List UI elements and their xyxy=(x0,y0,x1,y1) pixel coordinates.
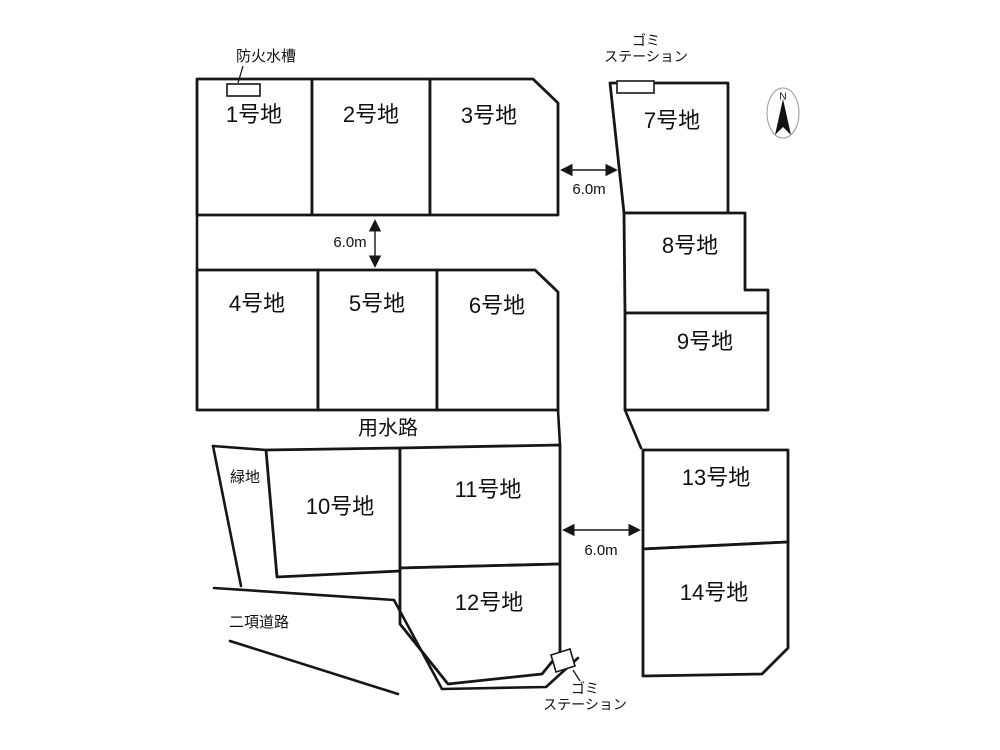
plot-1 xyxy=(195,77,314,217)
plot-7-label: 7号地 xyxy=(644,108,700,133)
garbage-station-top-label-line1: ゴミ xyxy=(632,33,660,49)
north-compass-ellipse xyxy=(766,87,800,139)
plot-4-label: 4号地 xyxy=(229,291,285,316)
green-space-left-edge xyxy=(211,444,243,588)
plot-14-label: 14号地 xyxy=(680,580,748,605)
road-edge-across-waterway-left xyxy=(556,408,562,447)
plot-5-label: 5号地 xyxy=(349,291,405,316)
plot-3-label: 3号地 xyxy=(461,103,517,128)
plot-2 xyxy=(310,77,432,217)
road-width-label-left: 6.0m xyxy=(333,234,366,251)
plot-1-label: 1号地 xyxy=(226,102,282,127)
plot-9 xyxy=(623,311,770,412)
road-width-label-bottom: 6.0m xyxy=(584,542,617,559)
plot-11-label: 11号地 xyxy=(455,477,522,502)
plot-10-label: 10号地 xyxy=(306,494,374,519)
north-needle-icon xyxy=(775,99,791,135)
road-width-label-top: 6.0m xyxy=(572,181,605,198)
plot-12-label: 12号地 xyxy=(455,590,523,615)
waterway-label: 用水路 xyxy=(358,416,418,439)
garbage-station-bottom-label-line1: ゴミ xyxy=(571,681,599,697)
setback-road-edge-upper xyxy=(212,586,580,691)
plot-2-label: 2号地 xyxy=(343,102,399,127)
fire-water-tank-rect xyxy=(226,83,261,97)
green-space-top-edge xyxy=(211,444,268,452)
setback-road-label: 二項道路 xyxy=(229,614,289,631)
plot-8 xyxy=(622,211,770,315)
plot-11 xyxy=(398,443,562,570)
plot-9-label: 9号地 xyxy=(677,329,733,354)
plot-13-label: 13号地 xyxy=(682,465,750,490)
road-edge-across-waterway-right xyxy=(623,408,643,450)
plot-14 xyxy=(641,540,790,678)
garbage-station-bottom-leader-line xyxy=(572,669,581,682)
plot-6-label: 6号地 xyxy=(469,293,525,318)
fire-water-tank-leader-line xyxy=(237,65,244,84)
garbage-station-top-rect xyxy=(616,80,655,94)
fire-water-tank-label: 防火水槽 xyxy=(236,48,296,65)
plot-12 xyxy=(398,562,562,686)
plot-8-label: 8号地 xyxy=(662,233,718,258)
setback-road-edge-lower xyxy=(228,639,400,696)
plot-7 xyxy=(608,81,730,215)
plot-3 xyxy=(428,77,560,217)
green-space-label: 緑地 xyxy=(230,469,260,486)
garbage-station-bottom-label-line2: ステーション xyxy=(543,697,627,713)
garbage-station-top-label-line2: ステーション xyxy=(604,49,688,65)
north-label: N xyxy=(779,92,786,103)
plot-6 xyxy=(435,268,560,412)
garbage-station-bottom-rect xyxy=(550,647,576,674)
